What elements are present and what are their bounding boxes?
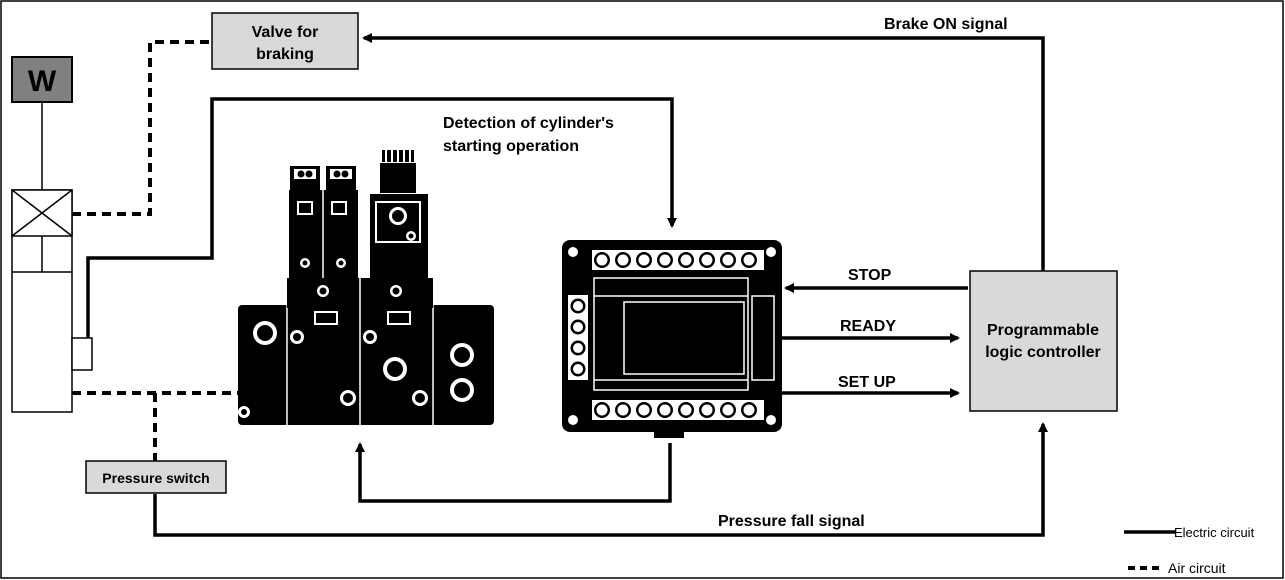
wire-detection — [86, 97, 677, 340]
air-line-valve — [72, 40, 212, 216]
detection-label-line1: Detection of cylinder's — [443, 115, 614, 132]
valve-label-line2: braking — [256, 46, 314, 63]
valve-label-line1: Valve for — [252, 24, 319, 41]
legend-electric-label: Electric circuit — [1174, 525, 1255, 540]
plc-label-line1: Programmable — [987, 322, 1099, 339]
pressure-switch-label: Pressure switch — [102, 470, 209, 486]
top-terminals — [594, 252, 757, 268]
side-terminals — [570, 298, 586, 377]
stop-label: STOP — [848, 267, 892, 284]
bottom-terminals — [594, 402, 757, 418]
weight-cylinder: W — [11, 56, 93, 413]
plc-label-line2: logic controller — [985, 344, 1101, 361]
brake-on-signal-label: Brake ON signal — [884, 16, 1008, 33]
pressure-fall-signal-label: Pressure fall signal — [718, 513, 865, 530]
ready-label: READY — [840, 318, 896, 335]
valve-for-braking: Valve for braking — [211, 12, 359, 70]
detection-label-line2: starting operation — [443, 138, 579, 155]
weight-label: W — [28, 65, 57, 98]
wire-feedback — [355, 442, 672, 503]
electric-circuits — [86, 33, 1048, 537]
air-circuits — [72, 40, 238, 461]
cylinder-sensor — [71, 337, 93, 371]
wire-pressure-fall — [153, 422, 1048, 537]
setup-label: SET UP — [838, 374, 896, 391]
legend-air-label: Air circuit — [1168, 560, 1226, 576]
pressure-switch: Pressure switch — [85, 460, 227, 494]
plc: Programmable logic controller — [969, 270, 1118, 412]
wire-brake-on — [362, 33, 1045, 272]
controller-unit-illustration — [562, 240, 782, 438]
legend: Electric circuit Air circuit — [1124, 525, 1255, 576]
valve-manifold-illustration — [238, 150, 494, 425]
